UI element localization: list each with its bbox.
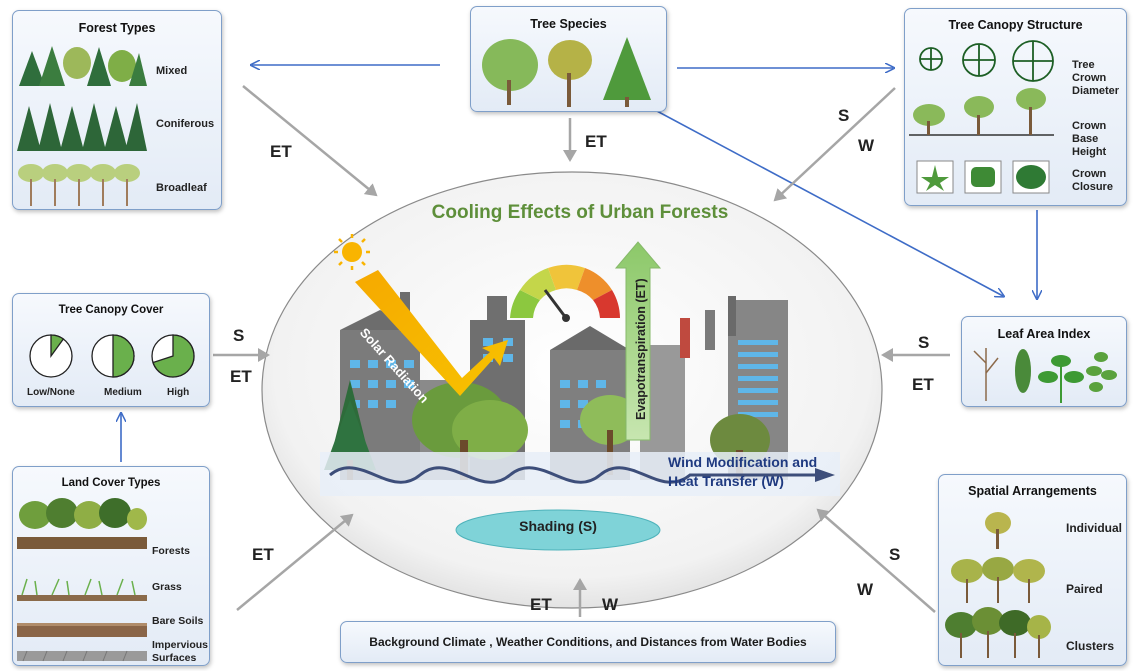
mech-s-canopy-cover: S xyxy=(233,326,245,345)
evapo-arrow xyxy=(614,241,662,441)
background-climate-box xyxy=(340,621,836,663)
forest-illustrations xyxy=(17,46,147,206)
leaf-area-index-box: Leaf Area Index xyxy=(961,316,1127,407)
canopy-structure-illustrations xyxy=(909,40,1054,194)
gray-arrows xyxy=(213,85,950,617)
solar-beam xyxy=(355,270,508,396)
pie-1-slice xyxy=(112,334,135,378)
spatial-arrangements-box: Spatial Arrangements Individual Paired C… xyxy=(938,474,1127,666)
forest-type-mixed: Mixed xyxy=(156,65,188,77)
canopy-item-crown-base-height: Crown Base Height xyxy=(1072,120,1107,158)
mech-et-leaf-area: ET xyxy=(912,375,934,394)
water-body xyxy=(455,509,661,551)
blue-arrows xyxy=(121,65,1037,462)
canopy-cover-pies xyxy=(29,334,195,378)
spatial-clusters: Clusters xyxy=(1066,639,1115,653)
diagram-title: Cooling Effects of Urban Forests xyxy=(431,202,729,223)
land-cover-title: Land Cover Types xyxy=(61,477,161,489)
canopy-structure-title: Tree Canopy Structure xyxy=(948,18,1083,32)
background-climate-text: Background Climate , Weather Conditions,… xyxy=(369,635,807,649)
land-cover-grass: Grass xyxy=(152,581,182,593)
evapotranspiration-label: Evapotranspiration (ET) xyxy=(634,278,648,420)
canopy-item-crown-diameter: Tree Crown Diameter xyxy=(1072,59,1120,97)
land-cover-bare-soils: Bare Soils xyxy=(152,615,204,627)
tree-species-illustrations xyxy=(482,37,651,107)
land-cover-impervious: Impervious Surfaces xyxy=(152,639,209,664)
forest-types-box: Forest Types Mixed Coniferous Broadleaf xyxy=(12,10,222,210)
mech-et-canopy-cover: ET xyxy=(230,367,252,386)
cover-label-low: Low/None xyxy=(27,387,75,398)
pie-2-slice xyxy=(152,334,195,378)
shading-label: Shading (S) xyxy=(519,518,597,534)
land-cover-illustrations xyxy=(17,498,147,662)
leaf-area-index-title: Leaf Area Index xyxy=(997,327,1091,341)
wind-label-line1: Wind Modification and xyxy=(668,454,818,470)
canopy-structure-box: Tree Canopy Structure Tree Crown Diamete… xyxy=(904,8,1127,206)
forest-types-title: Forest Types xyxy=(78,21,156,35)
cover-label-medium: Medium xyxy=(104,387,142,398)
mech-et-forest-types: ET xyxy=(270,142,292,161)
land-cover-forests: Forests xyxy=(152,545,190,557)
cover-label-high: High xyxy=(167,387,190,398)
temperature-gauge xyxy=(510,264,620,322)
leaf-illustrations xyxy=(973,348,1117,403)
mech-et-tree-species: ET xyxy=(585,132,607,151)
canopy-item-crown-closure: Crown Closure xyxy=(1072,168,1113,193)
sun-icon xyxy=(334,234,370,270)
spatial-individual: Individual xyxy=(1066,521,1123,535)
mech-w-canopy-structure: W xyxy=(858,136,875,155)
wind-wave xyxy=(329,466,820,484)
forest-type-broadleaf: Broadleaf xyxy=(156,182,207,194)
spatial-illustrations xyxy=(945,512,1051,658)
mech-w-spatial: W xyxy=(857,580,874,599)
mech-s-canopy-structure: S xyxy=(838,106,850,125)
canopy-cover-box: Tree Canopy Cover Low/None Medium High xyxy=(12,293,210,407)
mech-s-leaf-area: S xyxy=(918,333,930,352)
wind-label: Wind Modification and Heat Transfer (W) xyxy=(668,453,817,491)
mech-et-land-cover: ET xyxy=(252,545,274,564)
canopy-cover-title: Tree Canopy Cover xyxy=(58,304,164,316)
mech-s-spatial: S xyxy=(889,545,901,564)
mech-et-background: ET xyxy=(530,595,552,614)
mech-w-background: W xyxy=(602,595,619,614)
tree-species-title: Tree Species xyxy=(530,17,607,31)
wind-label-line2: Heat Transfer (W) xyxy=(668,473,784,489)
spatial-paired: Paired xyxy=(1066,582,1103,596)
pie-0-slice xyxy=(50,334,65,359)
spatial-arrangements-title: Spatial Arrangements xyxy=(968,484,1097,498)
land-cover-box: Land Cover Types Forests Grass Bare Soil… xyxy=(12,466,210,666)
tree-species-box: Tree Species xyxy=(470,6,667,112)
forest-type-coniferous: Coniferous xyxy=(156,118,215,130)
